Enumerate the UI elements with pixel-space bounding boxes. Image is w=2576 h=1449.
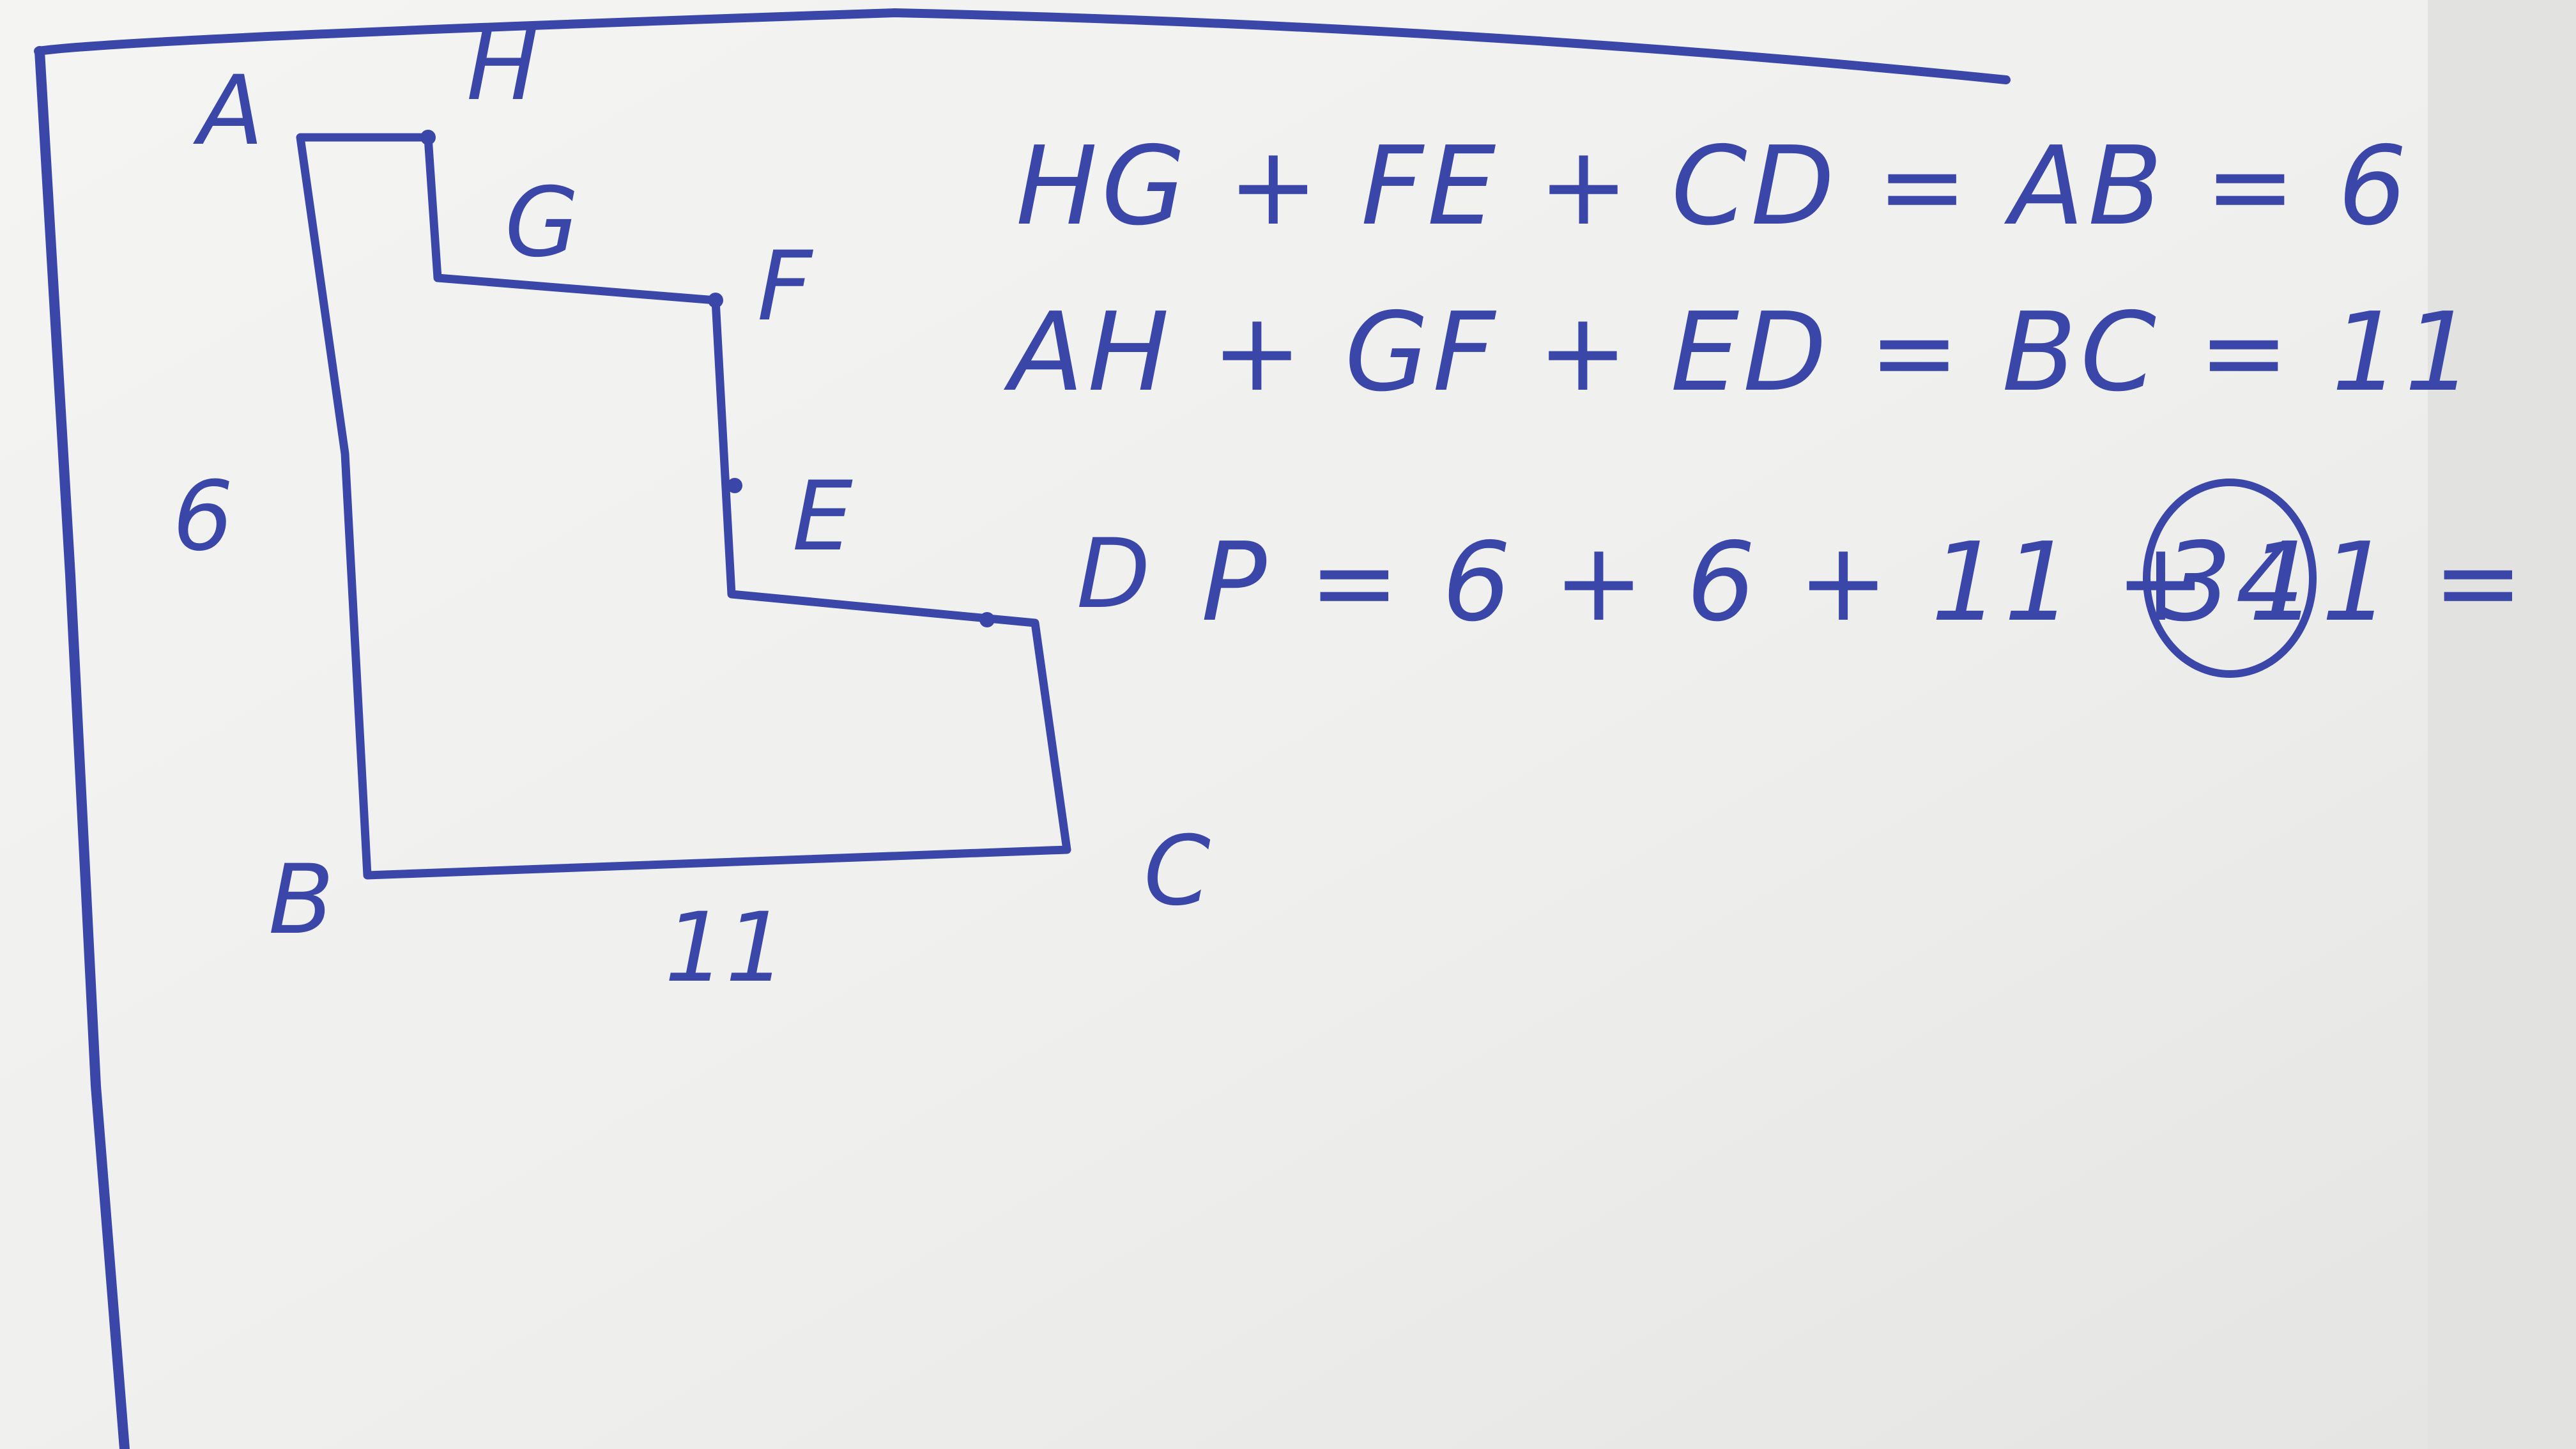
vertex-label-c: C — [1144, 816, 1211, 927]
answer-circle — [2143, 479, 2317, 678]
vertex-dot-f — [708, 293, 723, 308]
equation-line-3: P = 6 + 6 + 11 + 11 = — [1201, 519, 2527, 646]
left-frame-line — [34, 46, 130, 1449]
polygon-shape — [296, 133, 1071, 880]
vertex-label-e: E — [792, 461, 853, 572]
vertex-dot-h — [420, 130, 436, 145]
top-frame-line — [34, 8, 2011, 84]
vertex-label-a: A — [193, 56, 264, 167]
vertex-label-f: F — [757, 231, 814, 342]
vertex-label-d: D — [1077, 519, 1151, 630]
equation-line-2: AH + GF + ED = BC = 11 — [1003, 289, 2478, 416]
vertex-dot-d — [979, 612, 995, 627]
equation-line-1: HG + FE + CD = AB = 6 — [1016, 123, 2411, 250]
vertex-dot-e — [727, 478, 742, 493]
side-length-left: 6 — [172, 461, 233, 572]
vertex-label-b: B — [268, 845, 334, 956]
answer-value: 34 — [2163, 519, 2308, 646]
vertex-label-h: H — [466, 11, 539, 122]
side-length-bottom: 11 — [664, 893, 786, 1004]
vertex-label-g: G — [505, 167, 579, 279]
paper-edge-shadow — [2428, 0, 2576, 1449]
